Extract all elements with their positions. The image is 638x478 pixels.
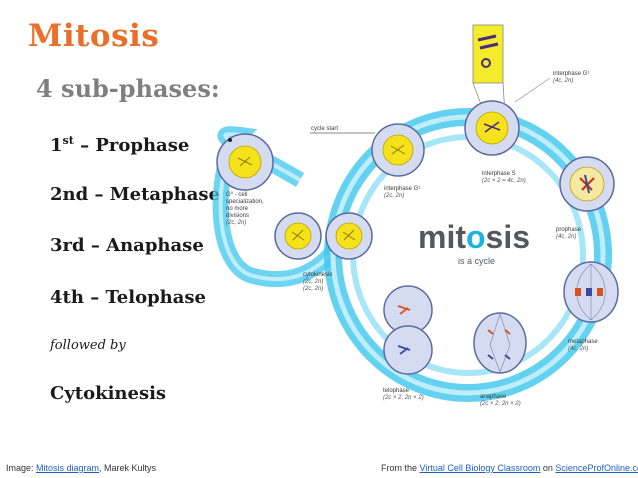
cell-cytokinesis-right xyxy=(325,212,373,260)
cytokinesis-ploidy-2: (2c, 2n) xyxy=(303,286,323,292)
g0-label-line4: divisions xyxy=(226,213,249,219)
footer-source-credit: From the Virtual Cell Biology Classroom … xyxy=(381,463,638,473)
footer-image-credit: Image: Mitosis diagram, Marek Kultys xyxy=(6,463,156,473)
center-word-part-a: mit xyxy=(418,219,466,255)
slide-subtitle: 4 sub-phases: xyxy=(36,74,220,103)
metaphase-ploidy: (4c, 2n) xyxy=(568,346,588,352)
phase-prophase: 1st – Prophase xyxy=(50,134,189,156)
phase-metaphase: 2nd – Metaphase xyxy=(50,184,221,205)
cell-g0 xyxy=(216,133,274,191)
cell-interphase-s xyxy=(464,100,520,156)
center-mitosis-word: mitosis xyxy=(418,219,530,255)
cell-cytokinesis-left xyxy=(274,212,322,260)
center-word-part-b: o xyxy=(466,219,486,255)
phase-prophase-label: – Prophase xyxy=(73,135,190,156)
g0-label-line3: no more xyxy=(226,206,249,212)
mitosis-diagram-link[interactable]: Mitosis diagram xyxy=(36,463,100,473)
phase-anaphase: 3rd – Anaphase xyxy=(50,235,204,256)
interphase-g1-label: interphase G¹ xyxy=(384,186,420,192)
scienceprofonline-link[interactable]: ScienceProfOnline.com xyxy=(555,463,638,473)
cytokinesis-ploidy-1: (2c, 2n) xyxy=(303,279,323,285)
phase-prophase-ordinal: st xyxy=(62,134,74,147)
interphase-g1-top-label: interphase G¹ xyxy=(553,71,589,77)
anaphase-ploidy: (2c × 2, 2n × 2) xyxy=(480,401,521,407)
prophase-label: prophase xyxy=(556,227,582,233)
slide-title: Mitosis xyxy=(28,18,160,54)
footer-from-mid: on xyxy=(540,463,556,473)
center-subtitle: is a cycle xyxy=(458,256,495,266)
g0-label-line2: specialization, xyxy=(226,199,264,205)
phase-telophase: 4th – Telophase xyxy=(50,287,207,308)
footer-image-author: , Marek Kultys xyxy=(99,463,157,473)
telophase-ploidy: (2c × 2, 2n × 2) xyxy=(383,395,424,401)
followed-by-text: followed by xyxy=(50,338,126,353)
interphase-s-ploidy: (2c × 2 = 4c, 2n) xyxy=(482,178,526,184)
footer-image-prefix: Image: xyxy=(6,463,37,473)
cell-anaphase xyxy=(473,312,527,374)
cytokinesis-label: cytokinesis xyxy=(303,272,332,278)
phase-prophase-num: 1 xyxy=(50,135,63,156)
phase-cytokinesis: Cytokinesis xyxy=(50,383,167,404)
cell-interphase-g1 xyxy=(371,123,425,177)
anaphase-label: anaphase xyxy=(480,394,507,400)
telophase-label: telophase xyxy=(383,388,410,394)
g0-label-line1: G⁰ - cell xyxy=(226,191,247,198)
metaphase-label: metaphase xyxy=(568,339,598,345)
center-word-part-c: sis xyxy=(486,219,530,255)
cell-prophase xyxy=(559,156,615,212)
interphase-g1-top-ploidy: (4c, 2n) xyxy=(553,78,573,84)
virtual-cell-biology-link[interactable]: Virtual Cell Biology Classroom xyxy=(419,463,541,473)
prophase-ploidy: (4c, 2n) xyxy=(556,234,576,240)
footer-from-prefix: From the xyxy=(381,463,420,473)
interphase-g1-top-pointer xyxy=(514,77,551,103)
cell-telophase xyxy=(383,285,433,375)
g0-ploidy: (2c, 2n) xyxy=(226,220,246,226)
interphase-s-label: interphase S xyxy=(482,171,516,177)
interphase-g1-ploidy: (2c, 2n) xyxy=(384,193,404,199)
cell-metaphase xyxy=(563,261,619,323)
cycle-start-label: cycle start xyxy=(311,126,338,132)
chromosome-zoom-box xyxy=(472,24,506,116)
